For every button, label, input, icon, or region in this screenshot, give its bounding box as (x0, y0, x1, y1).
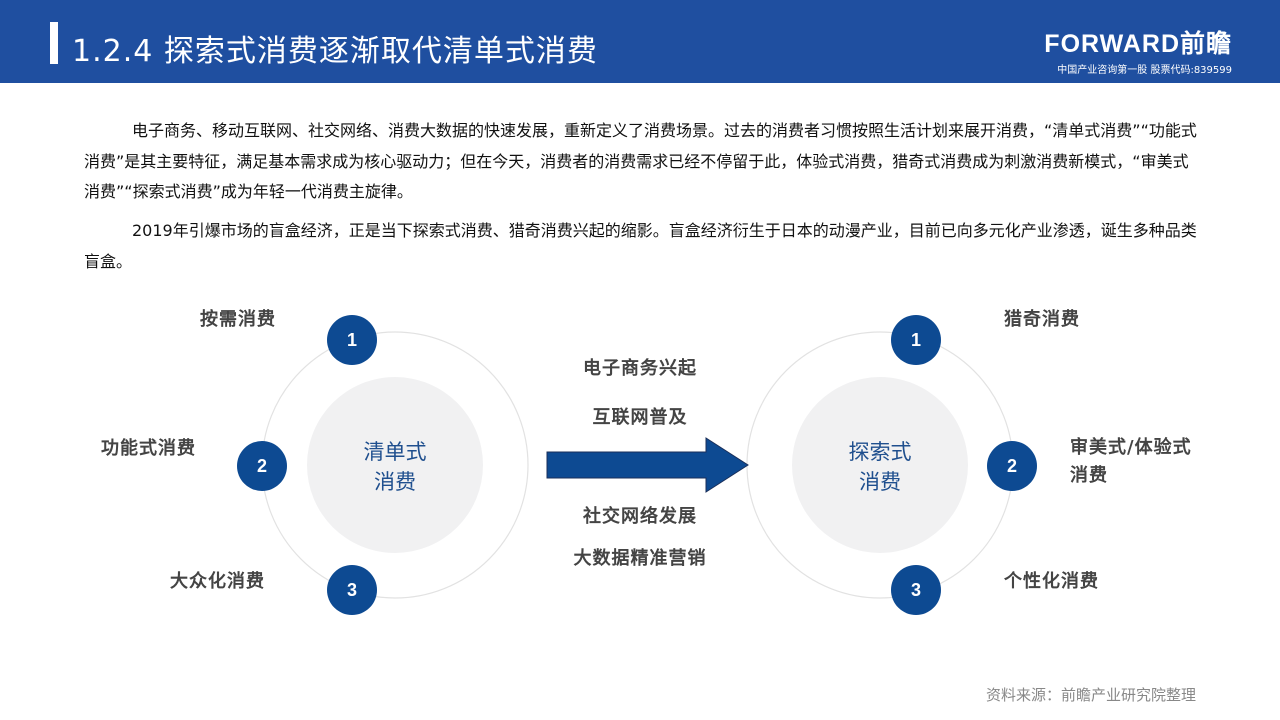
left-node-1: 1 (327, 315, 377, 365)
left-center-circle (307, 377, 483, 553)
transition-arrow (546, 437, 749, 493)
left-node-2: 2 (237, 441, 287, 491)
left-label-1: 按需消费 (200, 309, 276, 330)
logo-sub: 中国产业咨询第一股 股票代码:839599 (1057, 65, 1232, 76)
left-center-line2: 消费 (374, 470, 416, 494)
right-center-line1: 探索式 (848, 440, 912, 464)
right-label-2: 审美式/体验式消费 (1070, 437, 1192, 486)
right-label-1: 猎奇消费 (1004, 309, 1080, 330)
right-center-label: 探索式消费 (820, 437, 940, 497)
title-accent-bar (50, 22, 58, 64)
driver-1: 电子商务兴起 (583, 358, 697, 379)
right-node-1: 1 (891, 315, 941, 365)
right-center-line2: 消费 (859, 470, 901, 494)
left-center-label: 清单式消费 (335, 437, 455, 497)
right-label-3: 个性化消费 (1004, 571, 1099, 592)
driver-3: 社交网络发展 (583, 506, 697, 527)
source-note: 资料来源：前瞻产业研究院整理 (985, 686, 1196, 704)
driver-2: 互联网普及 (592, 407, 688, 428)
left-label-2: 功能式消费 (101, 438, 196, 459)
logo-main: FORWARD前瞻 (1044, 30, 1232, 58)
logo: FORWARD前瞻 中国产业咨询第一股 股票代码:839599 (1044, 24, 1232, 76)
right-node-2: 2 (987, 441, 1037, 491)
left-center-line1: 清单式 (363, 440, 427, 464)
left-label-3: 大众化消费 (170, 571, 265, 592)
driver-4: 大数据精准营销 (573, 548, 707, 569)
page-title: 1.2.4 探索式消费逐渐取代清单式消费 (72, 34, 598, 69)
paragraph-2: 2019年引爆市场的盲盒经济，正是当下探索式消费、猎奇消费兴起的缩影。盲盒经济衍… (84, 221, 1197, 271)
right-center-circle (792, 377, 968, 553)
right-node-3: 3 (891, 565, 941, 615)
paragraph-1: 电子商务、移动互联网、社交网络、消费大数据的快速发展，重新定义了消费场景。过去的… (84, 121, 1197, 201)
left-node-3: 3 (327, 565, 377, 615)
header-bar: 1.2.4 探索式消费逐渐取代清单式消费 FORWARD前瞻 中国产业咨询第一股… (0, 0, 1280, 83)
